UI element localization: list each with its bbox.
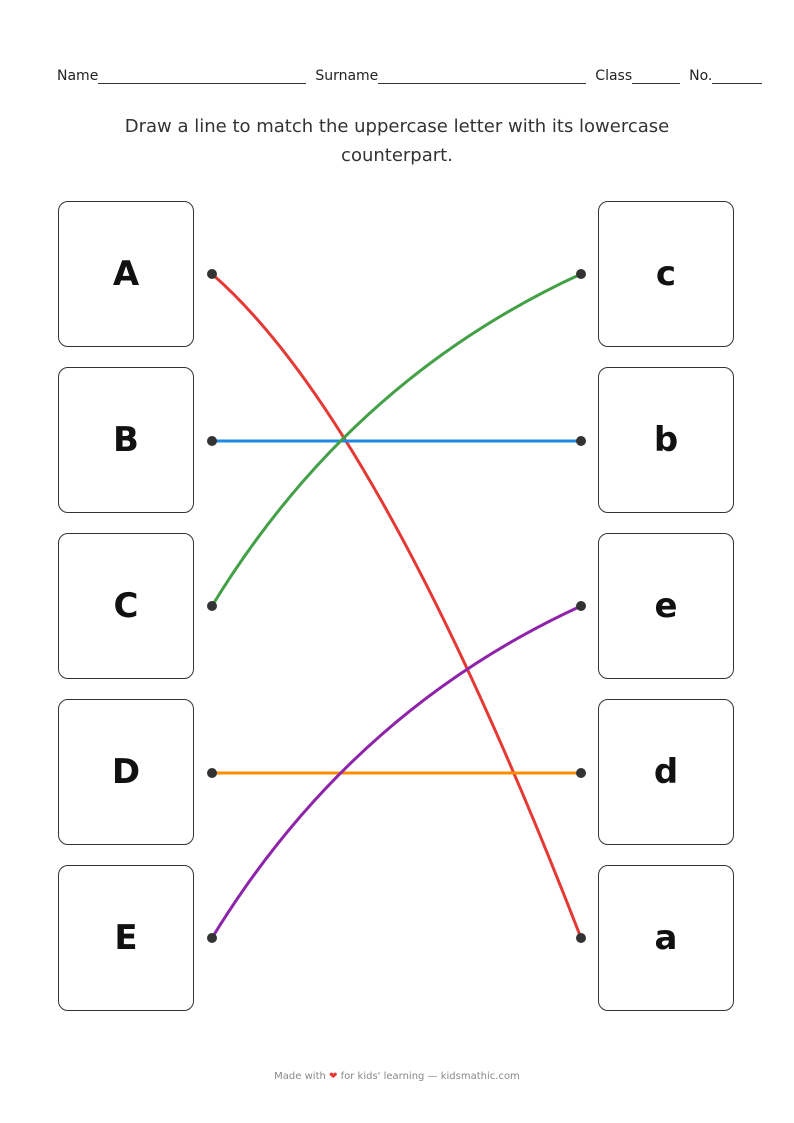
surname-label: Surname (315, 68, 379, 84)
right-dot[interactable] (576, 768, 586, 778)
footer: Made with ❤ for kids' learning — kidsmat… (0, 1071, 794, 1082)
student-info-header: Name Surname Class No. (57, 68, 772, 84)
left-box: E (58, 865, 194, 1011)
right-box: a (598, 865, 734, 1011)
number-field[interactable] (712, 69, 763, 84)
right-dot[interactable] (576, 601, 586, 611)
left-dot[interactable] (207, 768, 217, 778)
right-box: b (598, 367, 734, 513)
left-dot[interactable] (207, 933, 217, 943)
footer-suffix: for kids' learning — kidsmathic.com (340, 1071, 520, 1082)
match-line-e[interactable] (210, 604, 582, 939)
right-box: c (598, 201, 734, 347)
right-dot[interactable] (576, 269, 586, 279)
right-dot[interactable] (576, 436, 586, 446)
left-dot[interactable] (207, 269, 217, 279)
left-box: A (58, 201, 194, 347)
footer-prefix: Made with (274, 1071, 326, 1082)
name-field[interactable] (98, 69, 307, 84)
right-dot[interactable] (576, 933, 586, 943)
right-box: e (598, 533, 734, 679)
left-dot[interactable] (207, 601, 217, 611)
class-field[interactable] (632, 69, 681, 84)
match-line-a[interactable] (211, 272, 583, 939)
left-box: C (58, 533, 194, 679)
heart-icon: ❤ (329, 1071, 338, 1082)
match-line-c[interactable] (210, 272, 582, 607)
class-label: Class (595, 68, 633, 84)
left-box: D (58, 699, 194, 845)
name-label: Name (57, 68, 99, 84)
right-box: d (598, 699, 734, 845)
instruction-text: Draw a line to match the uppercase lette… (124, 116, 670, 166)
surname-field[interactable] (378, 69, 587, 84)
left-dot[interactable] (207, 436, 217, 446)
left-box: B (58, 367, 194, 513)
number-label: No. (689, 68, 713, 84)
